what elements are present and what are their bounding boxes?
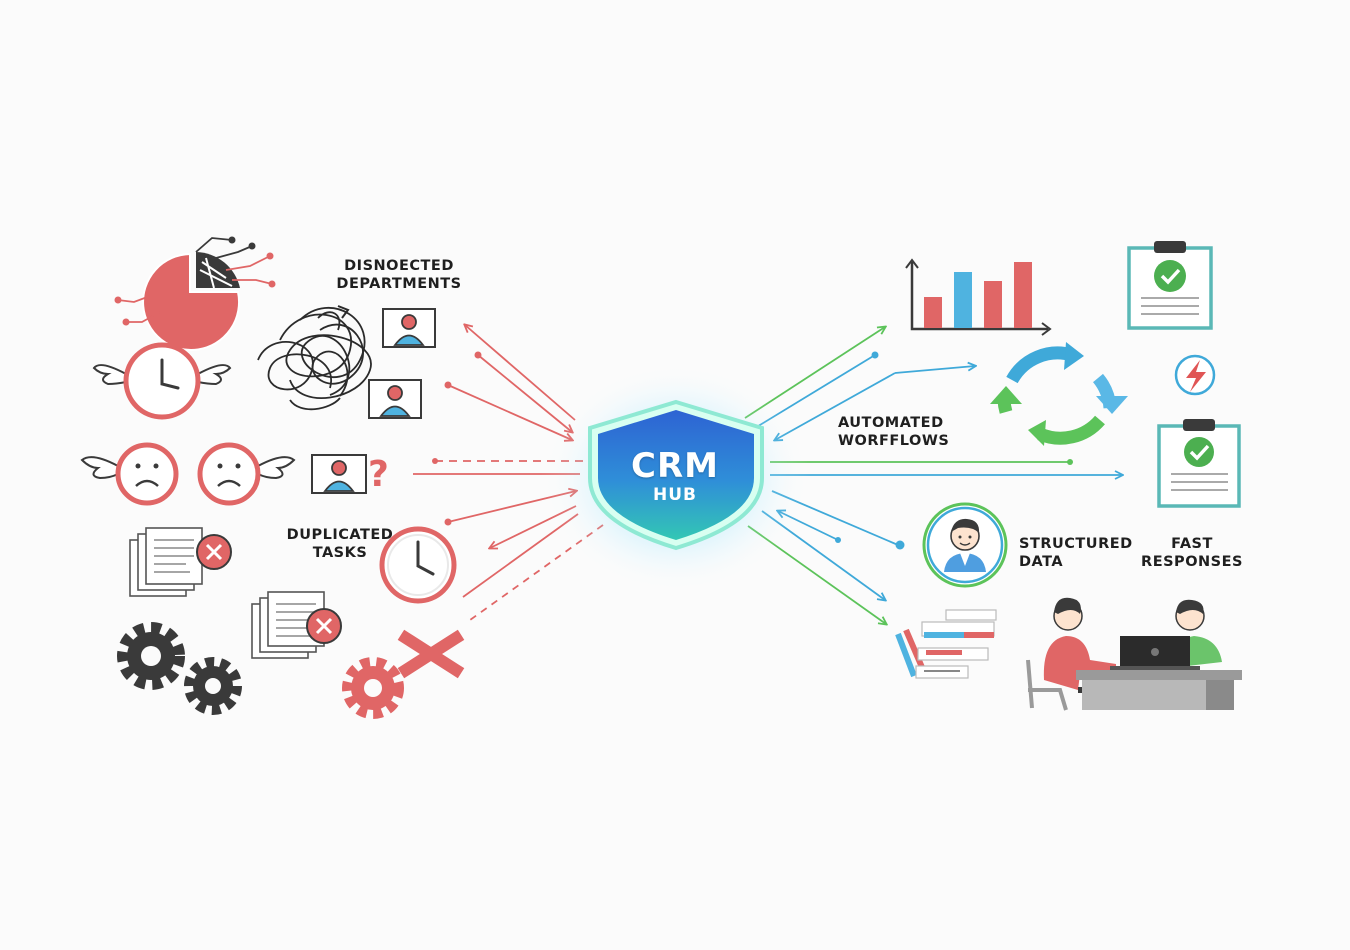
user-card-icon — [311, 454, 367, 494]
hub-subtitle: HUB — [653, 485, 697, 505]
sad-face-icon — [197, 442, 296, 506]
label-line: RESPONSES — [1141, 554, 1243, 570]
document-error-icon — [129, 527, 232, 597]
label-line: TASKS — [312, 545, 368, 561]
arrow-line — [447, 384, 572, 440]
arrow-line — [894, 366, 975, 374]
label-fast-responses: FAST RESPONSES — [1136, 535, 1248, 571]
arrow-dot — [895, 540, 905, 550]
label-structured-data: STRUCTURED DATA — [1019, 535, 1133, 571]
bar-chart-icon — [905, 258, 1052, 336]
people-at-desk-icon — [1026, 597, 1242, 711]
label-line: DISNOECTED — [344, 258, 454, 274]
user-avatar-icon — [922, 502, 1008, 588]
arrow-dot — [444, 518, 452, 526]
arrow-dot — [1067, 459, 1073, 465]
label-line: AUTOMATED — [838, 415, 944, 431]
hub-title: CRM — [631, 446, 719, 486]
arrow-dot — [871, 351, 879, 359]
arrow-dot — [432, 458, 438, 464]
clipboard-check-icon — [1127, 241, 1213, 330]
user-card-icon — [368, 379, 422, 419]
pie-chart-icon — [114, 236, 276, 351]
flying-clock-icon — [92, 342, 232, 420]
tangled-lines-icon — [257, 305, 372, 411]
label-line: STRUCTURED — [1019, 536, 1133, 552]
label-disconnected-departments: DISNOECTED DEPARTMENTS — [328, 257, 470, 293]
label-line: WORFFLOWS — [838, 433, 950, 449]
refresh-cycle-icon — [990, 342, 1128, 446]
arrow-line — [477, 354, 572, 432]
gear-icon — [184, 657, 242, 715]
label-line: FAST — [1171, 536, 1213, 552]
sad-face-icon — [80, 442, 179, 506]
data-stack-icon — [895, 609, 997, 679]
lightning-icon — [1174, 354, 1216, 396]
question-mark: ? — [368, 454, 389, 495]
arrow-dot — [474, 351, 482, 359]
arrow-dot — [835, 537, 841, 543]
arrow-line — [465, 325, 576, 421]
clipboard-check-icon — [1157, 419, 1241, 508]
error-gear-icon — [342, 629, 465, 719]
user-card-icon — [382, 308, 436, 348]
shield-icon[interactable] — [541, 363, 811, 593]
label-duplicated-tasks: DUPLICATED TASKS — [278, 526, 402, 562]
gear-icon — [117, 622, 185, 690]
label-automated-workflows: AUTOMATED WORFFLOWS — [838, 414, 949, 450]
clock-icon — [379, 526, 457, 604]
arrow-dot — [444, 381, 452, 389]
label-line: DATA — [1019, 554, 1064, 570]
document-error-icon — [251, 591, 342, 659]
label-line: DEPARTMENTS — [336, 276, 462, 292]
label-line: DUPLICATED — [286, 527, 394, 543]
